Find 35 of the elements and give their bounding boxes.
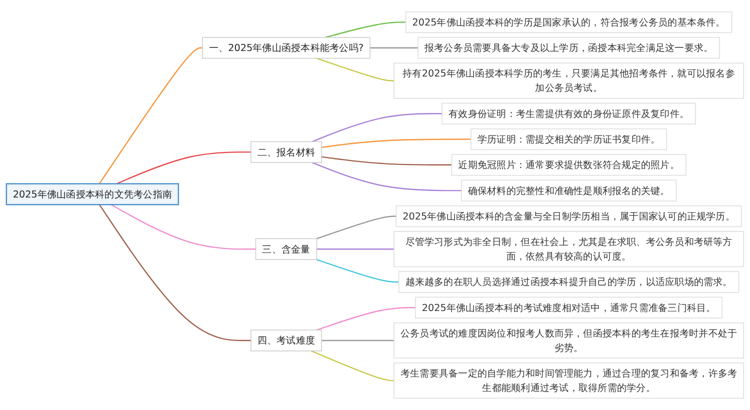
connector [98,204,251,342]
node-box: 二、报名材料 [250,141,322,163]
node-box: 2025年佛山函授本科的考试难度相对适中，通常只需准备三门科目。 [415,296,723,318]
connector [316,307,416,331]
connector [370,47,418,48]
connector [316,58,394,82]
connector [321,138,471,148]
node-box: 报考公务员需要具备大专及以上学历，函授本科完全满足这一要求。 [418,37,720,59]
connector [110,204,256,250]
node-box: 学历证明：需提交相关的学历证书复印件。 [470,128,668,150]
node-box: 2025年佛山函授本科的学历是国家承认的，符合报考公务员的基本条件。 [405,11,732,34]
node-box: 考生需要具备一定的自学能力和时间管理能力，通过合理的复习和备考，许多考生都能顺利通过考试，取得所需的学分。 [394,362,744,399]
connector [316,248,394,250]
node-box: 持有2025年佛山函授本科学历的考生，只要满足其他招考条件，就可以报名参加公务员考试。 [394,62,744,99]
node-box: 确保材料的完整性和准确性是顺利报名的关键。 [460,180,677,202]
connector [324,22,406,38]
node-box: 三、含金量 [255,238,318,260]
node-box: 四、考试难度 [250,330,322,352]
node-box: 一、2025年佛山函授本科能考公吗? [202,37,370,59]
node-box: 越来越多的在职人员选择通过函授本科提升自己的学历，以适应职场的需求。 [398,271,740,293]
connector [316,216,396,240]
connector [321,156,452,166]
connector [98,47,202,184]
connector [322,340,394,342]
node-box: 近期免冠照片：通常要求提供数张符合规定的照片。 [451,154,686,176]
node-box: 尽管学习形式为非全日制，但在社会上，尤其是在求职、考公务员和考研等方面，依然具有较高的认可度。 [394,231,744,268]
node-box: 公务员考试的难度因岗位和报考人数而异，但函授本科的考生在报考时并不处于劣势。 [394,322,744,359]
node-box: 有效身份证明：考生需提供有效的身份证原件及复印件。 [442,102,696,124]
connector [310,350,394,382]
connector [312,162,462,192]
connector [312,113,442,142]
node-box: 2025年佛山函授本科的含金量与全日制学历相当，属于国家认可的正规学历。 [396,205,742,228]
connector [116,151,251,184]
node-box: 2025年佛山函授本科的文凭考公指南 [6,183,180,206]
connector [316,258,399,283]
